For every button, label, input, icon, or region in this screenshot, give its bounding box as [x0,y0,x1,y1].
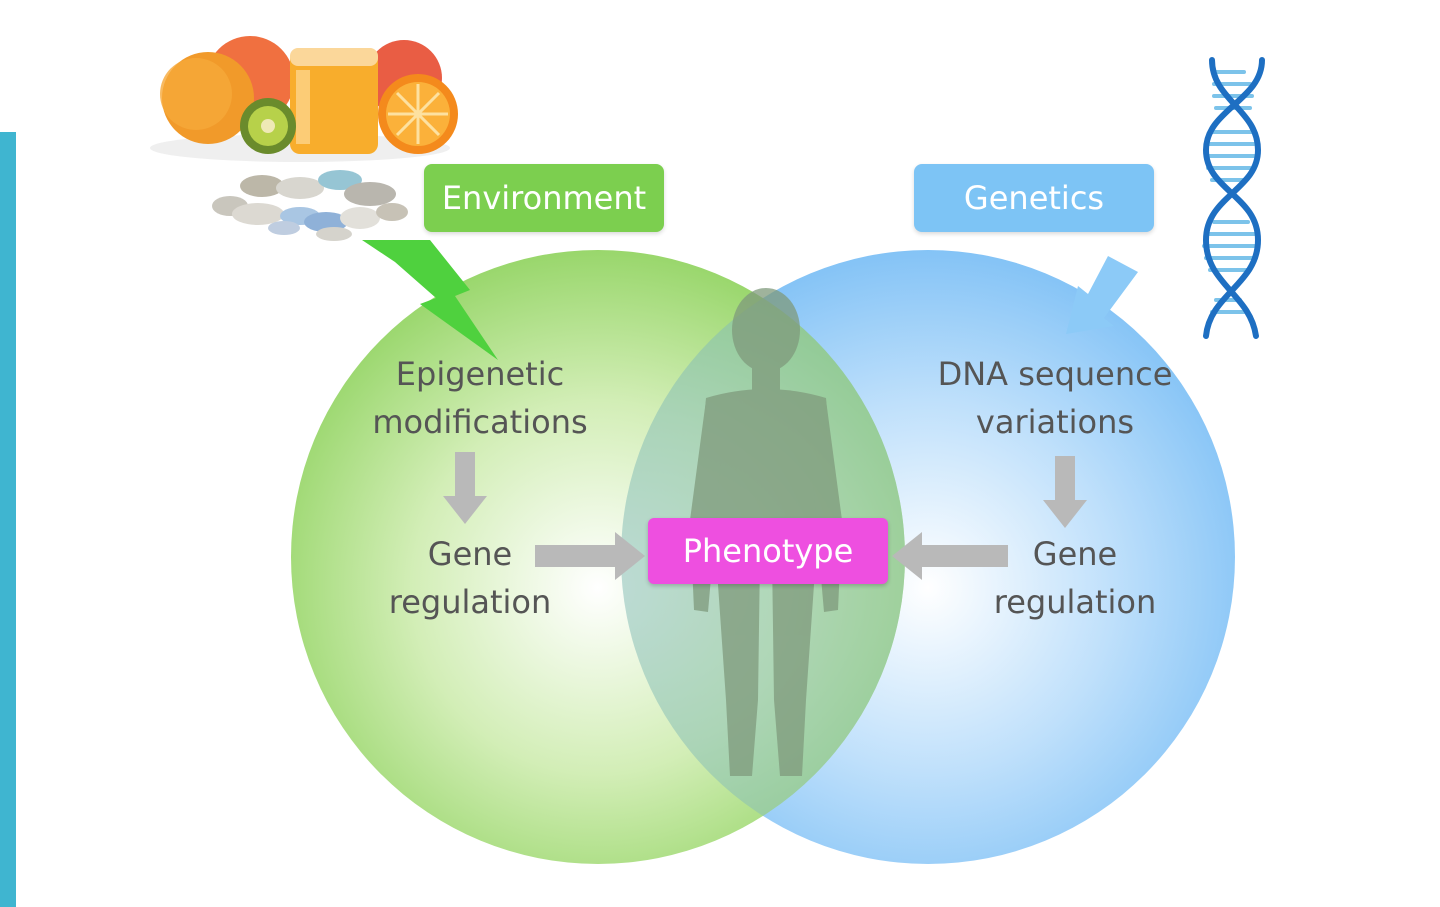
right-gene-line2: regulation [993,583,1157,621]
environment-label: Environment [424,164,664,232]
right-arrow-icon [535,532,645,580]
dna-sequence-variations-text: DNA sequence variations [910,350,1200,446]
right-gene-line1: Gene [1032,535,1118,573]
genetics-arrow-icon [1066,256,1138,334]
epigenetic-line2: modifications [372,403,588,441]
phenotype-label: Phenotype [648,518,888,584]
left-gene-line1: Gene [427,535,513,573]
dna-helix-icon [1202,57,1265,339]
pills-icon [212,170,408,241]
genetics-label: Genetics [914,164,1154,232]
epigenetic-modifications-text: Epigenetic modifications [340,350,620,446]
down-arrow-icon [443,452,487,524]
right-gene-regulation-text: Gene regulation [950,530,1200,626]
left-gene-regulation-text: Gene regulation [340,530,600,626]
left-gene-line2: regulation [388,583,552,621]
lightning-arrow-icon [362,240,498,360]
left-accent-bar [0,132,16,907]
epigenetic-line1: Epigenetic [395,355,565,393]
dna-line2: variations [975,403,1135,441]
dna-line1: DNA sequence [937,355,1173,393]
down-arrow-icon [1043,456,1087,528]
left-arrow-icon [892,532,1008,580]
fruit-juice-icon [150,36,458,162]
